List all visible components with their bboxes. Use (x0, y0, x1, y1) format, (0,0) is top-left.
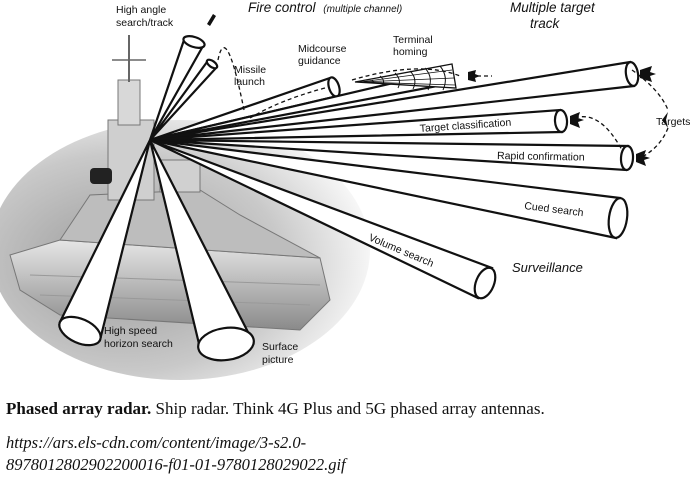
caption-bold: Phased array radar. (6, 399, 152, 418)
source-url: https://ars.els-cdn.com/content/image/3-… (6, 432, 690, 476)
target-aircraft-icon (640, 66, 656, 82)
target-aircraft-icon (636, 150, 650, 166)
figure-caption: Phased array radar. Ship radar. Think 4G… (6, 398, 690, 420)
label-missile: Missile (234, 64, 266, 76)
label-midcourse: Midcourse (298, 43, 347, 55)
title-multiple-target: Multiple target (510, 0, 596, 15)
source-url-line2: 8978012802902200016-f01-01-9780128029022… (6, 455, 346, 474)
label-high-angle: High angle (116, 4, 166, 16)
target-aircraft-icon (570, 112, 584, 128)
target-icons (207, 14, 668, 166)
title-surveillance: Surveillance (512, 260, 583, 275)
label-terminal: Terminal (393, 34, 433, 46)
caption-text: Ship radar. Think 4G Plus and 5G phased … (151, 399, 545, 418)
label-midcourse-2: guidance (298, 55, 341, 67)
title-multiple-target-track: track (530, 16, 561, 31)
label-high-speed-2: horizon search (104, 338, 173, 350)
phased-array-radar-diagram: Fire control (multiple channel) Multiple… (0, 0, 690, 380)
radar-beams (58, 35, 640, 362)
label-high-speed: High speed (104, 325, 157, 337)
label-surface: Surface (262, 341, 298, 353)
label-rapid-confirmation: Rapid confirmation (497, 150, 585, 164)
chevron-icon (662, 112, 668, 128)
label-surface-2: picture (262, 354, 294, 366)
missile-icon (207, 14, 216, 26)
label-high-angle-2: search/track (116, 17, 174, 29)
label-terminal-2: homing (393, 46, 428, 58)
source-url-line1: https://ars.els-cdn.com/content/image/3-… (6, 433, 307, 452)
label-targets: Targets (656, 116, 690, 128)
label-missile-2: launch (234, 76, 265, 88)
target-aircraft-icon (468, 70, 480, 82)
title-fire-control: Fire control (multiple channel) (248, 0, 402, 15)
